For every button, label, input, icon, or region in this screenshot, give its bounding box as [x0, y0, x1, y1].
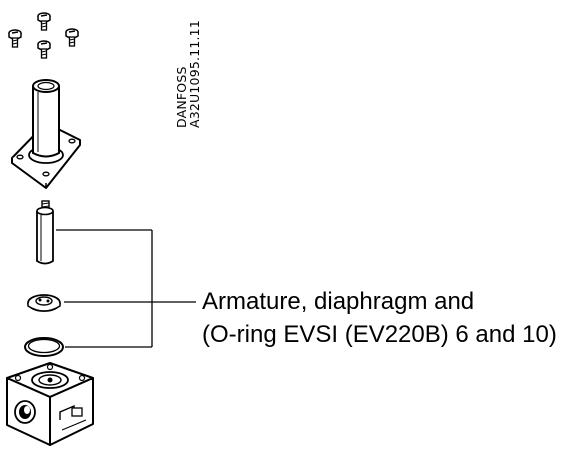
callout-line-2: (O-ring EVSI (EV220B) 6 and 10) — [202, 321, 557, 348]
drawing-code-label: DANFOSS A32U1095.11.11 — [174, 20, 202, 128]
valve-body-icon — [6, 362, 94, 446]
armature-tube-icon — [11, 79, 81, 189]
callout-line-1: Armature, diaphragm and — [202, 288, 474, 315]
callout-bracket — [56, 229, 196, 348]
drawing-code: A32U1095.11.11 — [187, 20, 202, 128]
screw-icon — [65, 28, 79, 47]
screw-icon — [8, 29, 22, 48]
screw-icon — [37, 40, 51, 59]
armature-icon — [36, 200, 54, 265]
o-ring-icon — [24, 337, 64, 357]
screw-icon — [37, 12, 51, 31]
diaphragm-icon — [27, 294, 61, 312]
manufacturer-label: DANFOSS — [174, 66, 189, 128]
